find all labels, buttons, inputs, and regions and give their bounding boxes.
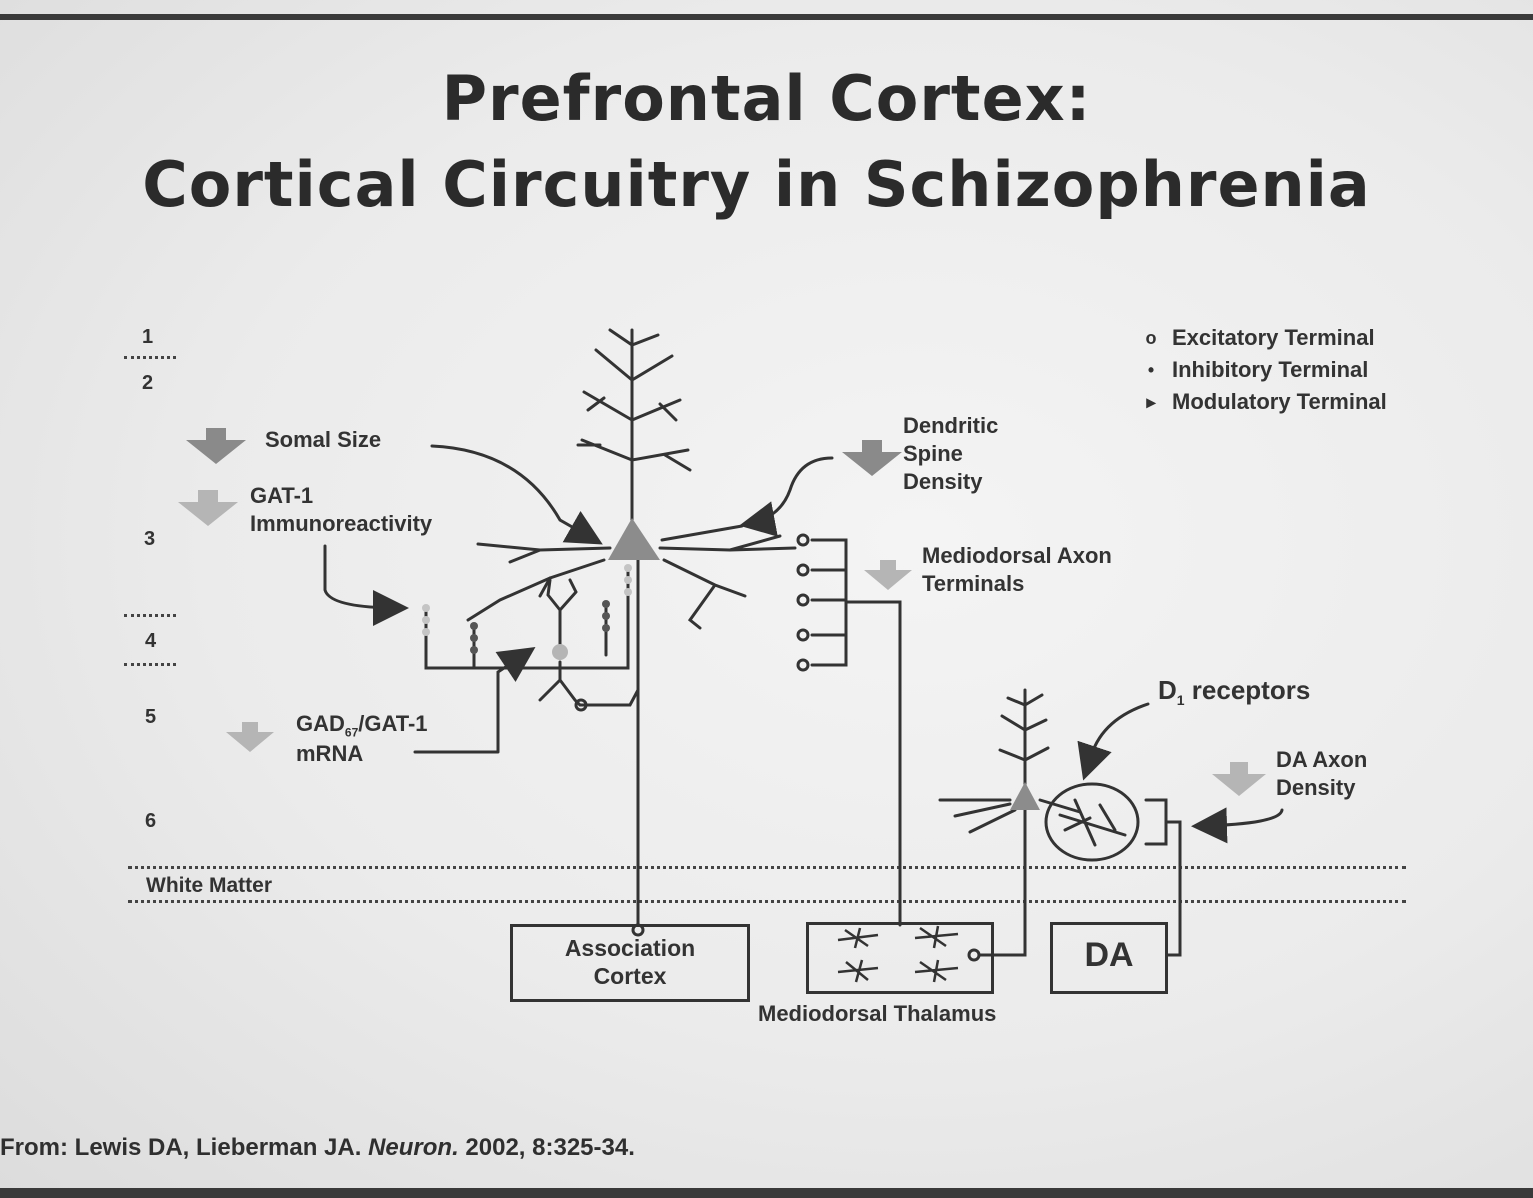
md-axon-label-line2: Terminals [922,571,1025,596]
dendritic-label-line3: Density [903,469,983,494]
gad-label-line2: mRNA [296,741,364,766]
md-axon-label-line1: Mediodorsal Axon [922,543,1112,568]
white-matter-bottom-line [128,900,1406,903]
legend-item-modulatory: ▸ Modulatory Terminal [1140,386,1386,418]
mediodorsal-thalamus-label: Mediodorsal Thalamus [758,1001,997,1026]
decrease-arrows [178,428,1266,796]
layer-2-label: 2 [142,372,154,394]
excitatory-terminal-icon: o [1145,328,1157,348]
layer-divider [124,663,176,666]
title-line-1: Prefrontal Cortex: [441,62,1092,135]
dendritic-label-line1: Dendritic [903,413,999,438]
citation: From: Lewis DA, Lieberman JA. Neuron. 20… [0,1134,635,1161]
title-line-2: Cortical Circuitry in Schizophrenia [142,148,1371,221]
dendritic-label-line2: Spine [903,441,963,466]
d1-receptors-label: D1 receptors [1158,675,1311,709]
da-box [1050,922,1168,994]
legend-item-inhibitory: • Inhibitory Terminal [1140,354,1387,386]
gad-label-line1: GAD67/GAT-1 [296,711,428,740]
d1-receptor-ellipse [1044,782,1140,862]
white-matter-label: White Matter [146,874,272,897]
association-cortex-label: Association Cortex [564,935,696,989]
small-neuron-soma [1010,782,1040,810]
layer-3-label: 3 [144,528,156,550]
top-border [0,14,1533,20]
inhibitory-terminal-icon: • [1147,360,1155,380]
da-axon-label-line2: Density [1276,775,1356,800]
mediodorsal-thalamus-box [806,922,994,994]
somal-size-label: Somal Size [265,427,382,452]
da-label: DA [1084,936,1134,974]
layer-6-label: 6 [145,810,157,832]
layer-divider [124,614,176,617]
da-axon-label-line1: DA Axon [1276,747,1368,772]
legend-item-excitatory: o Excitatory Terminal [1140,322,1387,354]
layer-4-label: 4 [145,630,157,652]
layer-5-label: 5 [145,706,157,728]
association-cortex-box [510,924,750,1002]
bottom-border [0,1188,1533,1198]
pyramidal-soma [608,518,660,560]
modulatory-terminal-icon: ▸ [1146,392,1156,412]
gat1-label-line2: Immunoreactivity [250,511,433,536]
white-matter-top-line [128,866,1406,869]
gat1-label-line1: GAT-1 [250,483,314,508]
legend: o Excitatory Terminal • Inhibitory Termi… [1140,322,1387,418]
basal-dendrites [466,524,797,630]
layer-1-label: 1 [142,326,154,348]
layer-divider [124,356,176,359]
